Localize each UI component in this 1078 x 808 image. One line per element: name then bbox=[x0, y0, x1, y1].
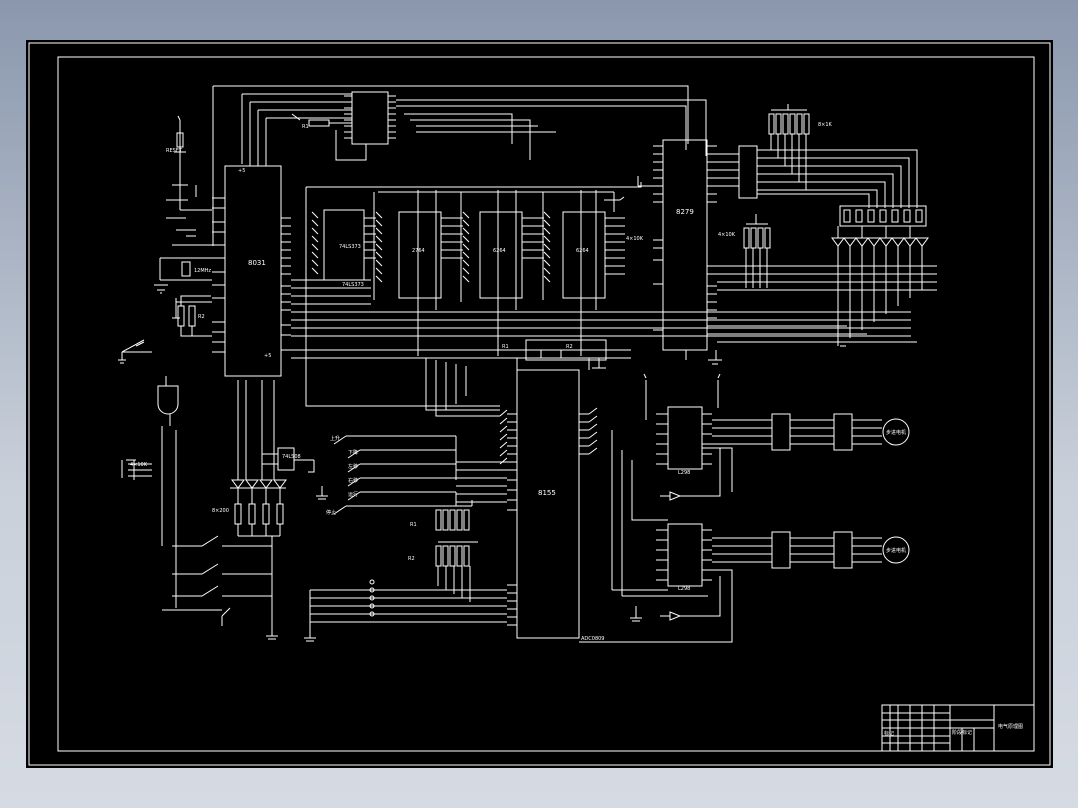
gate-label: 74LS08 bbox=[282, 454, 301, 460]
display-resistor-pack bbox=[768, 104, 810, 190]
dip-switches bbox=[304, 579, 507, 642]
driver-l298-bottom bbox=[667, 523, 703, 587]
memory-chip-1: 74LS373 bbox=[323, 209, 365, 281]
schematic-drawing: +5 8031 +5 RESET 12MHz R2 R1 74LS bbox=[28, 42, 1051, 766]
drawing-name: 电气原理图 bbox=[998, 723, 1023, 730]
resistor-r2 bbox=[177, 305, 185, 327]
memory-chip-3-label: 6264 bbox=[493, 248, 506, 254]
chip1-bottom-label: 74LS373 bbox=[342, 282, 364, 288]
r1-pack-label: R1 bbox=[410, 522, 417, 528]
memory-chip-1-label: 74LS373 bbox=[339, 244, 361, 250]
key-left-label: 左移 bbox=[348, 463, 358, 470]
r2-label: R2 bbox=[198, 314, 205, 320]
display-res-label: 8×1K bbox=[818, 122, 833, 128]
driver-bottom-label: L298 bbox=[678, 586, 690, 592]
title-mark: 标记 bbox=[884, 730, 894, 737]
reset-label: RESET bbox=[166, 148, 183, 154]
cpu-label: 8031 bbox=[248, 259, 266, 267]
memory-bus bbox=[291, 182, 911, 359]
pio-bus bbox=[305, 305, 607, 417]
resistor-pack-middle bbox=[435, 500, 478, 602]
top-bus bbox=[212, 85, 707, 246]
key-run-label: 运行 bbox=[348, 491, 358, 498]
key-right-label: 右移 bbox=[348, 477, 358, 484]
latch-74ls373 bbox=[351, 91, 389, 145]
gate-74ls08 bbox=[277, 447, 295, 471]
key-buttons bbox=[316, 435, 507, 515]
led-res-label: 8×200 bbox=[212, 508, 229, 514]
key-stop-label: 停止 bbox=[326, 509, 336, 516]
pullup-label: 4×10K bbox=[718, 232, 736, 238]
memory-chip-3: 6264 bbox=[479, 211, 523, 299]
key-up-label: 上升 bbox=[330, 435, 340, 442]
segment-drivers bbox=[717, 226, 937, 347]
memory-chip-4-label: 6264 bbox=[576, 248, 589, 254]
crystal-label: 12MHz bbox=[194, 268, 211, 274]
motor-bottom-label: 步进电机 bbox=[886, 547, 906, 554]
display-buffer bbox=[738, 145, 758, 199]
outer-border bbox=[28, 42, 1051, 766]
inner-border bbox=[57, 56, 1035, 752]
pio-top-label-2: R2 bbox=[566, 344, 573, 350]
pullup-pack bbox=[743, 214, 771, 288]
pio-8155: 8155 bbox=[516, 369, 580, 639]
res-label-top: R1 bbox=[302, 124, 309, 130]
key-down-label: 下降 bbox=[348, 449, 358, 456]
and-gate bbox=[157, 376, 179, 426]
motor-top-label: 步进电机 bbox=[886, 429, 906, 436]
chip4-right-label: 4×10K bbox=[626, 236, 644, 242]
schematic-canvas: +5 8031 +5 RESET 12MHz R2 R1 74LS bbox=[26, 40, 1053, 768]
limit-res-label: 4×10K bbox=[130, 462, 148, 468]
reset-circuit bbox=[166, 115, 212, 246]
pio-label: 8155 bbox=[538, 489, 556, 497]
memory-chip-4: 6264 bbox=[562, 211, 606, 299]
motor-chain-top bbox=[712, 413, 910, 451]
controller-label: 8279 bbox=[676, 208, 694, 216]
driver-top-label: L298 bbox=[678, 470, 690, 476]
title-stage: 阶段标记 bbox=[952, 729, 972, 736]
pio-bottom-label: ADC0809 bbox=[581, 636, 605, 642]
memory-chip-2: 2764 bbox=[398, 211, 442, 299]
controller-8279: 8279 bbox=[662, 139, 708, 351]
limit-switches bbox=[121, 426, 278, 640]
crystal-circuit bbox=[154, 257, 212, 319]
title-block: 电气原理图 标记 阶段标记 bbox=[881, 704, 1035, 752]
cpu-8031: +5 8031 +5 bbox=[224, 165, 282, 377]
led-row bbox=[230, 380, 287, 537]
switch-left bbox=[118, 339, 152, 364]
seven-seg-display bbox=[839, 205, 927, 227]
driver-l298-top bbox=[667, 406, 703, 470]
r2-pack-label: R2 bbox=[408, 556, 415, 562]
pio-top-label-1: R1 bbox=[502, 344, 509, 350]
motor-chain-bottom bbox=[712, 531, 910, 569]
cpu-vcc-label: +5 bbox=[264, 353, 271, 359]
cpu-pin-label: +5 bbox=[238, 168, 245, 174]
